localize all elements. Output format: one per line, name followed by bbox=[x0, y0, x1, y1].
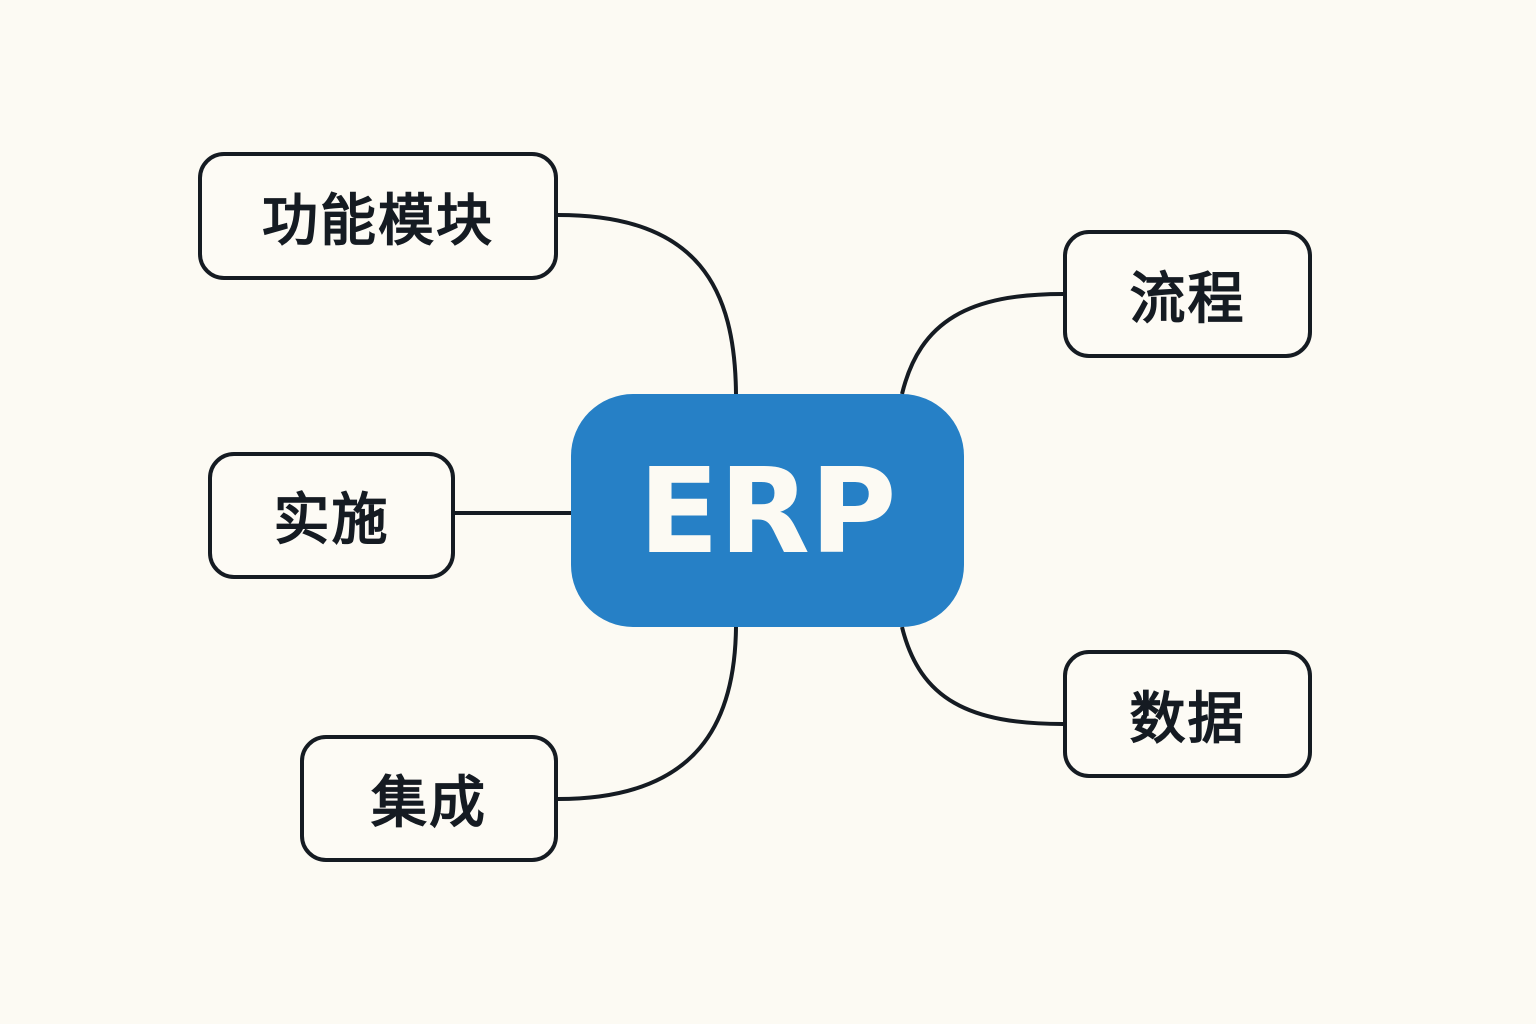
branch-node-process[interactable]: 流程 bbox=[1063, 230, 1312, 358]
branch-label: 功能模块 bbox=[262, 188, 494, 254]
connector-process bbox=[900, 292, 1064, 395]
branch-label: 实施 bbox=[273, 488, 390, 553]
branch-node-implementation[interactable]: 实施 bbox=[208, 452, 455, 579]
central-node-label: ERP bbox=[638, 441, 897, 580]
branch-label: 数据 bbox=[1129, 686, 1246, 752]
branch-node-integration[interactable]: 集成 bbox=[300, 735, 558, 862]
connector-data bbox=[900, 626, 1064, 726]
connector-integration bbox=[557, 626, 738, 801]
branch-node-data[interactable]: 数据 bbox=[1063, 650, 1312, 778]
connector-modules bbox=[557, 213, 738, 395]
branch-label: 集成 bbox=[371, 771, 487, 836]
branch-node-modules[interactable]: 功能模块 bbox=[198, 152, 558, 280]
central-node-erp[interactable]: ERP bbox=[571, 394, 964, 627]
branch-label: 流程 bbox=[1129, 266, 1246, 332]
